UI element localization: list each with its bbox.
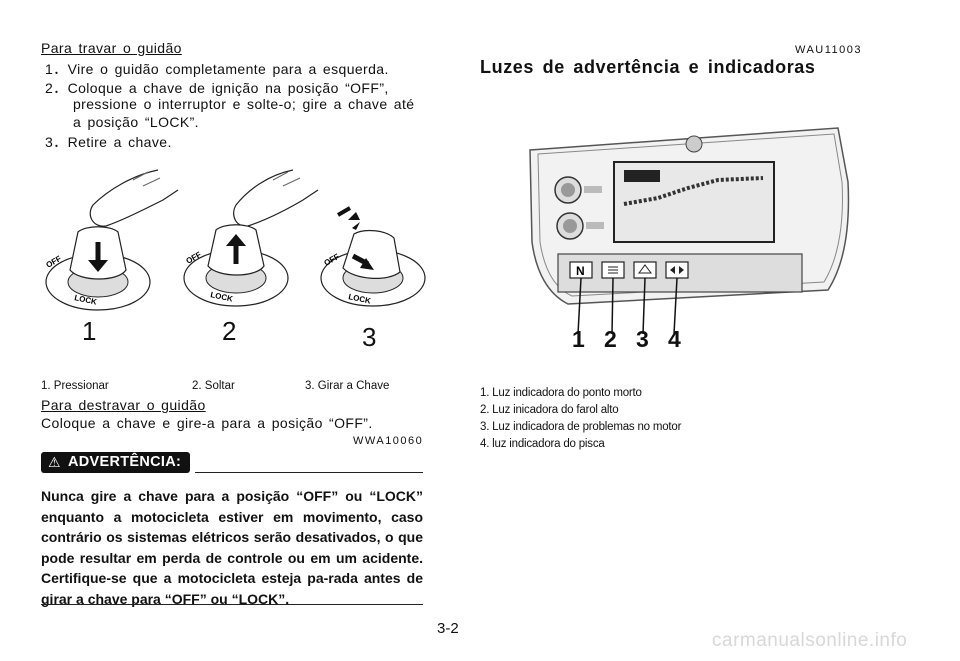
- page-number: 3-2: [437, 620, 459, 637]
- figure-number-3: 3: [362, 322, 377, 352]
- warning-footer-rule: [41, 604, 423, 605]
- caption-1: 1. Pressionar: [41, 380, 109, 392]
- warning-code: WWA10060: [353, 435, 424, 447]
- indicator-number-1: 1: [572, 326, 585, 352]
- warning-triangle-icon: ⚠: [48, 454, 61, 470]
- section-code: WAU11003: [795, 44, 863, 56]
- figure-number-1: 1: [82, 316, 97, 346]
- warning-label: ADVERTÊNCIA:: [68, 454, 182, 470]
- figure-number-2: 2: [222, 316, 237, 346]
- warning-header-rule: [195, 472, 423, 473]
- neutral-glyph: N: [576, 264, 585, 278]
- indicator-list-item-1: 1. Luz indicadora do ponto morto: [480, 387, 642, 399]
- watermark: carmanualsonline.info: [712, 630, 908, 651]
- switch-release-figure: OFF LOCK: [183, 169, 319, 307]
- key-switch-illustration: OFF LOCK OFF LOCK OFF LOCK: [45, 169, 426, 311]
- warning-text: Nunca gire a chave para a posição “OFF” …: [41, 488, 423, 607]
- indicator-list-item-4: 4. luz indicadora do pisca: [480, 438, 605, 450]
- caption-2: 2. Soltar: [192, 380, 235, 392]
- switch-turn-figure: OFF LOCK: [320, 206, 426, 307]
- lock-step-3: 3．Retire a chave.: [45, 134, 172, 150]
- lock-step-2-cont: pressione o interruptor e solte-o; gire …: [73, 96, 415, 112]
- lock-title: Para travar o guidão: [41, 40, 182, 56]
- lock-step-2-cont2: a posição “LOCK”.: [73, 114, 199, 130]
- switch-press-figure: OFF LOCK: [45, 169, 179, 311]
- indicator-list-item-3: 3. Luz indicadora de problemas no motor: [480, 421, 682, 433]
- indicator-number-4: 4: [668, 326, 681, 352]
- lock-step-2: 2．Coloque a chave de ignição na posição …: [45, 80, 389, 96]
- unlock-title: Para destravar o guidão: [41, 397, 206, 413]
- unlock-text: Coloque a chave e gire-a para a posição …: [41, 415, 373, 431]
- instrument-cluster-illustration: N: [529, 127, 850, 335]
- lock-step-1: 1．Vire o guidão completamente para a esq…: [45, 61, 389, 77]
- indicator-number-3: 3: [636, 326, 649, 352]
- indicator-number-2: 2: [604, 326, 617, 352]
- caption-3: 3. Girar a Chave: [305, 380, 390, 392]
- warning-badge: ⚠ ADVERTÊNCIA:: [41, 452, 190, 473]
- indicator-list-item-2: 2. Luz inicadora do farol alto: [480, 404, 619, 416]
- section-heading: Luzes de advertência e indicadoras: [480, 57, 816, 77]
